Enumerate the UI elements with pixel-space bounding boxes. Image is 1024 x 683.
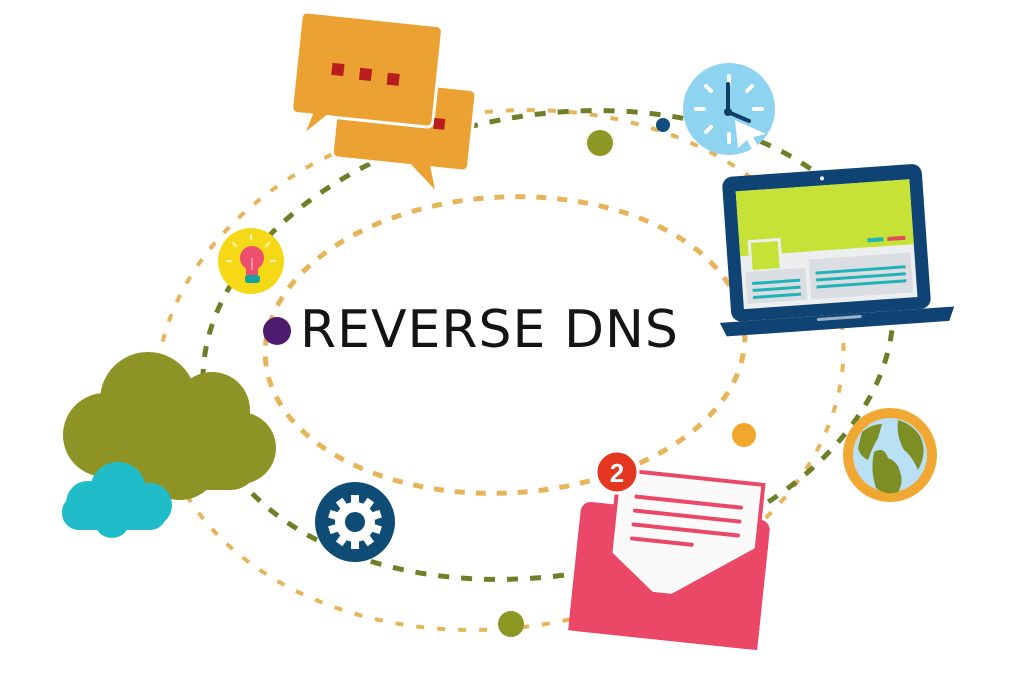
olive-dot-bottom <box>498 611 524 637</box>
clock-cursor-icon <box>683 63 775 155</box>
globe-icon <box>843 408 937 502</box>
envelope-icon <box>568 467 770 651</box>
cloud-icon <box>62 352 276 538</box>
navy-dot <box>656 118 670 132</box>
page-title: REVERSE DNS <box>300 300 679 360</box>
lightbulb-icon <box>218 228 284 294</box>
gear-icon <box>315 482 395 562</box>
olive-dot <box>587 130 613 156</box>
chat-bubbles-icon <box>290 10 478 200</box>
orange-dot <box>732 423 756 447</box>
purple-dot <box>263 317 291 345</box>
badge-count: 2 <box>610 458 624 488</box>
laptop-icon <box>719 164 955 337</box>
orbit-rings <box>154 108 896 632</box>
outer-orbit <box>154 108 846 632</box>
notification-badge: 2 <box>594 449 640 495</box>
